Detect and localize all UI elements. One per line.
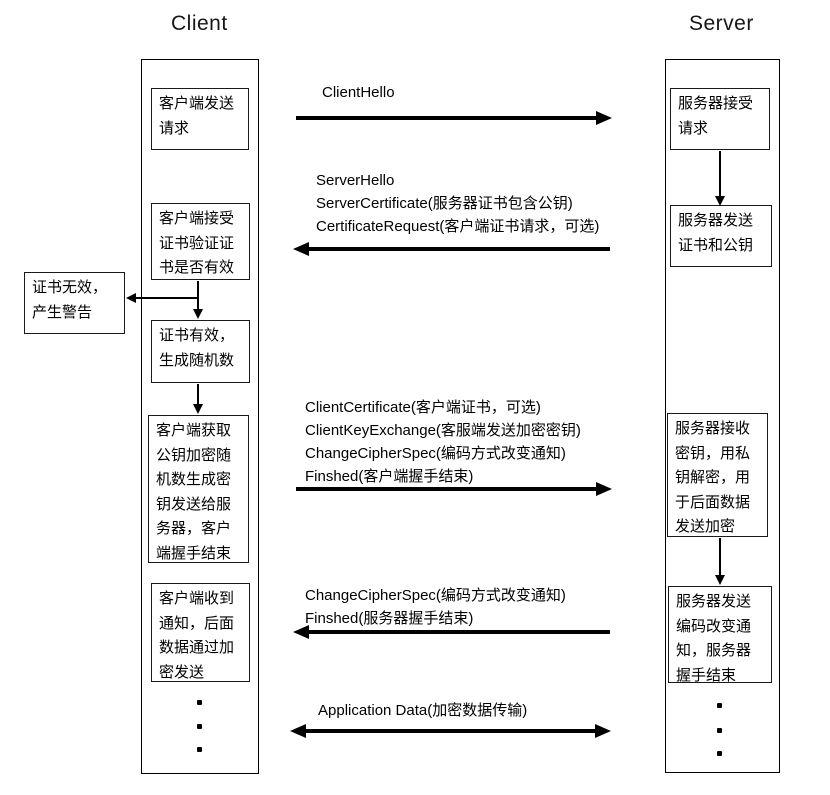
client-step-verify-cert: 客户端接受 证书验证证 书是否有效 [151, 203, 250, 280]
server-step-handshake-done: 服务器发送 编码改变通 知，服务器 握手结束 [668, 586, 772, 684]
client-step-receive-notice: 客户端收到 通知，后面 数据通过加 密发送 [151, 583, 250, 682]
server-flow-arrow-2 [715, 538, 725, 585]
server-step-receive-key: 服务器接收 密钥，用私 钥解密，用 于后面数据 发送加密 [667, 413, 768, 537]
msg-line: ServerHello [316, 172, 395, 189]
msg-line: ChangeCipherSpec(编码方式改变通知) [305, 445, 566, 462]
client-ellipsis-dot [197, 747, 202, 752]
msg-changecipher-label: ChangeCipherSpec(编码方式改变通知) Finshed(服务器握手… [305, 584, 566, 630]
server-ellipsis-dot [717, 751, 722, 756]
msg-clientcert-arrow-right [296, 482, 612, 496]
msg-line: Finshed(客户端握手结束) [305, 468, 474, 485]
server-ellipsis-dot [717, 728, 722, 733]
client-ellipsis-dot [197, 724, 202, 729]
cert-invalid-branch-arrow [126, 293, 198, 303]
server-title: Server [689, 12, 754, 35]
msg-serverhello-arrow-left [293, 242, 610, 256]
msg-line: ClientKeyExchange(客服端发送加密密钥) [305, 422, 581, 439]
msg-line: Finshed(服务器握手结束) [305, 610, 474, 627]
msg-clientcert-label: ClientCertificate(客户端证书，可选) ClientKeyExc… [305, 396, 581, 488]
msg-line: ServerCertificate(服务器证书包含公钥) [316, 195, 573, 212]
msg-appdata-label: Application Data(加密数据传输) [318, 702, 528, 719]
client-title: Client [171, 12, 228, 35]
client-step-cert-valid: 证书有效， 生成随机数 [151, 320, 250, 383]
server-step-send-cert: 服务器发送 证书和公钥 [670, 205, 772, 267]
msg-changecipher-arrow-left [293, 625, 610, 639]
msg-line: ClientCertificate(客户端证书，可选) [305, 399, 541, 416]
msg-appdata-arrow-both [290, 724, 611, 738]
msg-clienthello-arrow-right [296, 111, 612, 125]
msg-clienthello-label: ClientHello [322, 84, 395, 101]
server-step-accept-request: 服务器接受 请求 [670, 88, 770, 150]
client-flow-arrow-2 [193, 384, 203, 414]
client-ellipsis-dot [197, 700, 202, 705]
client-step-send-request: 客户端发送 请求 [151, 88, 249, 150]
msg-line: CertificateRequest(客户端证书请求，可选) [316, 218, 600, 235]
msg-line: ChangeCipherSpec(编码方式改变通知) [305, 587, 566, 604]
client-flow-arrow-1 [193, 281, 203, 319]
server-ellipsis-dot [717, 703, 722, 708]
cert-invalid-warning-box: 证书无效， 产生警告 [24, 272, 125, 334]
client-step-encrypt-key: 客户端获取 公钥加密随 机数生成密 钥发送给服 务器，客户 端握手结束 [148, 415, 249, 563]
server-flow-arrow-1 [715, 151, 725, 206]
msg-serverhello-label: ServerHello ServerCertificate(服务器证书包含公钥)… [316, 169, 599, 238]
